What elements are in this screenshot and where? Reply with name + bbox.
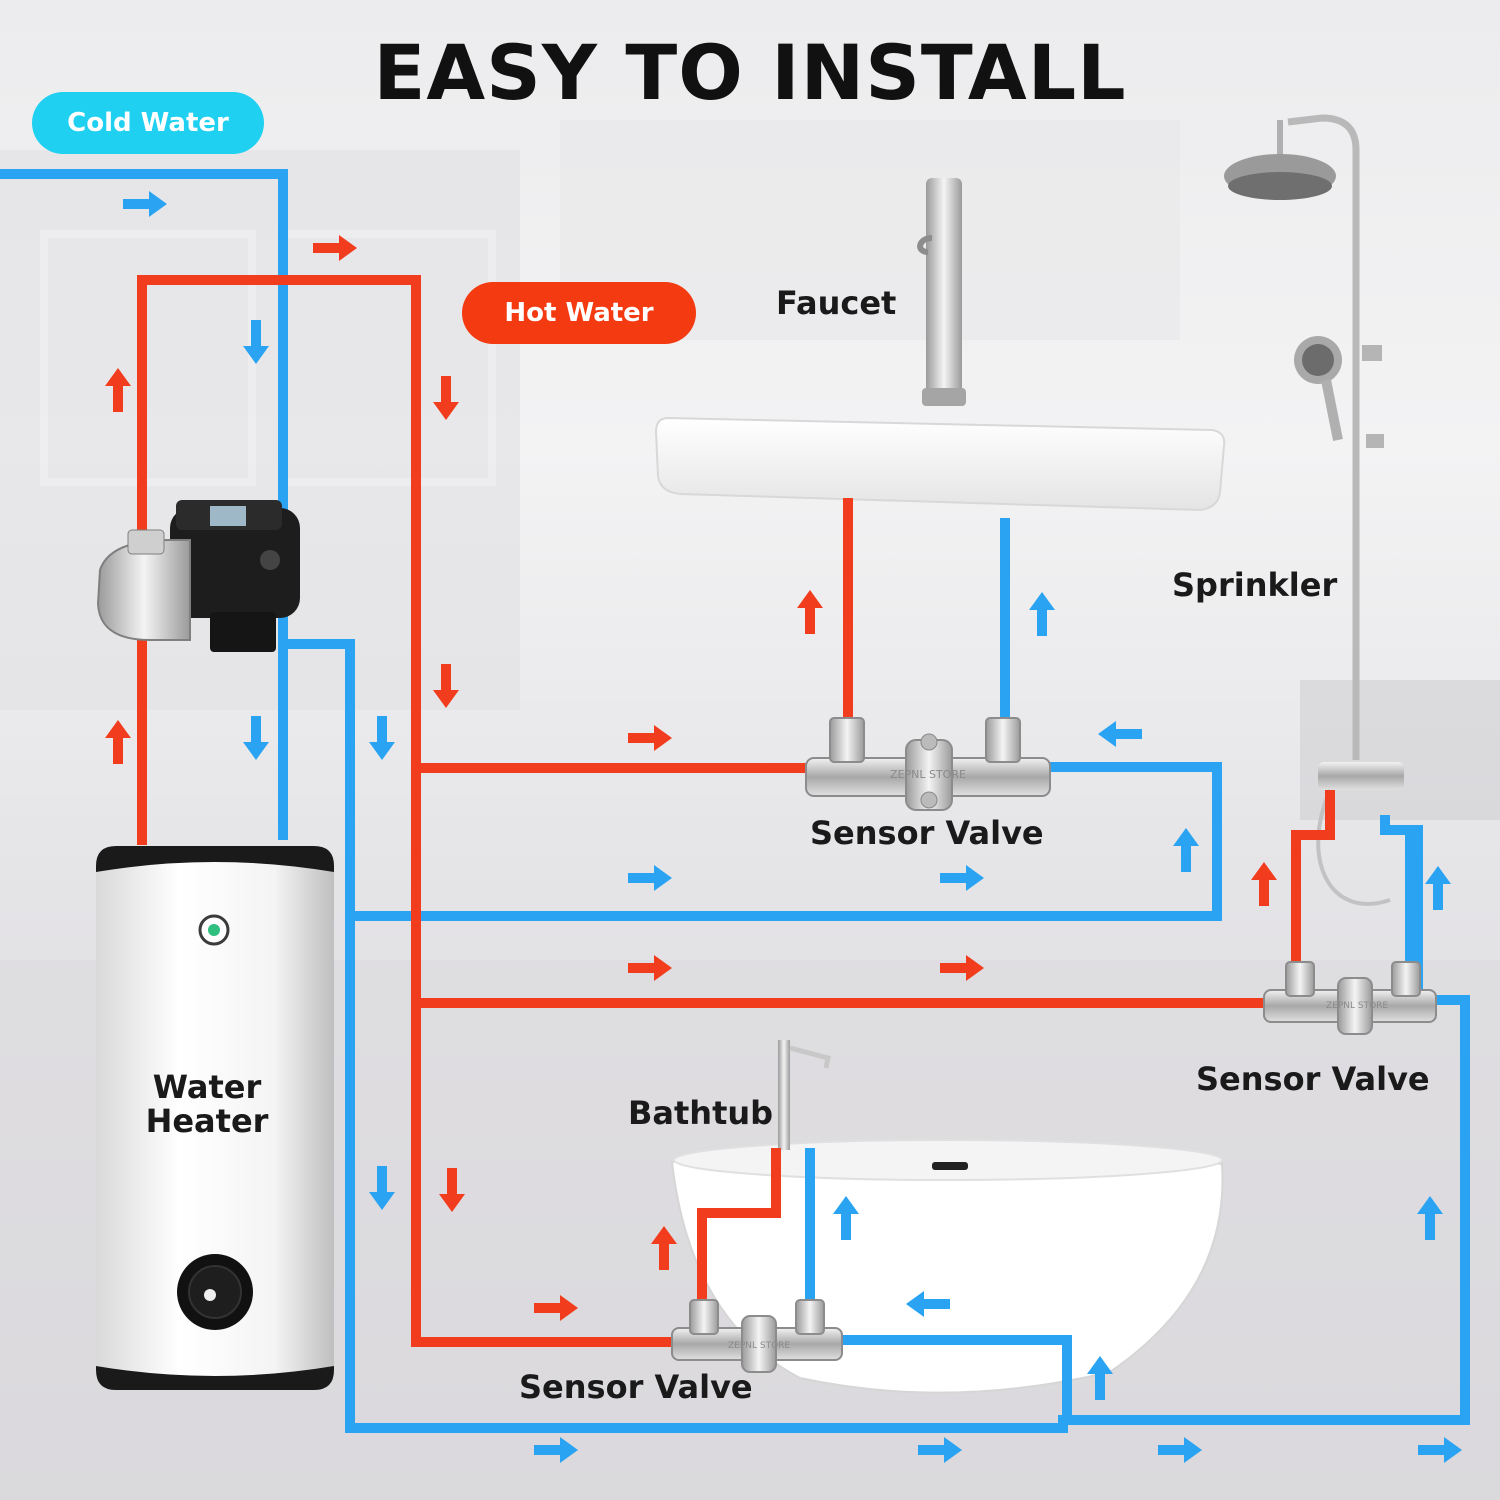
sprinkler-label: Sprinkler [1172,566,1338,604]
sensor-valve-faucet-label: Sensor Valve [810,814,1044,852]
hot-flow-arrow-icon [628,725,672,751]
hot-flow-arrow-icon [628,955,672,981]
hot-flow-arrow-icon [433,376,459,420]
hot-flow-arrow-icon [534,1295,578,1321]
shower-illustration [1224,114,1404,906]
flow-arrows [105,191,1462,1463]
water-pump [96,500,300,652]
cold-flow-arrow-icon [1417,1196,1443,1240]
hot-flow-arrow-icon [797,590,823,634]
hot-flow-arrow-icon [105,720,131,764]
water-heater-tank [96,846,334,1390]
cold-flow-arrow-icon [1158,1437,1202,1463]
sensor-valve-sprinkler-device: ZEPNL STORE [1263,961,1437,1035]
cold-water-legend-label: Cold Water [67,108,229,138]
water-heater-label-line2: Heater [145,1102,269,1140]
sensor-valve-faucet-device: ZEPNL STORE [805,717,1051,811]
cold-flow-arrow-icon [369,716,395,760]
hot-flow-arrow-icon [1251,862,1277,906]
hot-flow-arrow-icon [940,955,984,981]
page-title: EASY TO INSTALL [373,28,1127,117]
cold-flow-arrow-icon [1418,1437,1462,1463]
water-heater-label: Water Heater [112,1070,302,1138]
cold-flow-arrow-icon [906,1291,950,1317]
sensor-valve-bathtub-label: Sensor Valve [519,1368,753,1406]
cold-flow-arrow-icon [1098,721,1142,747]
cold-flow-arrow-icon [243,320,269,364]
valve-engraving-text: ZEPNL STORE [1326,1001,1388,1011]
hot-flow-arrow-icon [651,1226,677,1270]
hot-flow-arrow-icon [105,368,131,412]
cold-flow-arrow-icon [918,1437,962,1463]
hot-water-pipes [137,275,1335,1347]
cold-flow-arrow-icon [1425,866,1451,910]
cold-flow-arrow-icon [534,1437,578,1463]
valve-engraving-text: ZEPNL STORE [728,1341,790,1351]
cold-flow-arrow-icon [1087,1356,1113,1400]
cold-flow-arrow-icon [833,1196,859,1240]
hot-flow-arrow-icon [439,1168,465,1212]
cold-flow-arrow-icon [243,716,269,760]
bathtub-label: Bathtub [628,1094,774,1132]
cold-flow-arrow-icon [940,865,984,891]
cold-water-pipes [0,169,1470,1433]
cold-flow-arrow-icon [369,1166,395,1210]
cold-flow-arrow-icon [1173,828,1199,872]
sensor-valve-sprinkler-label: Sensor Valve [1196,1060,1430,1098]
cold-water-legend: Cold Water [32,92,264,154]
cold-flow-arrow-icon [628,865,672,891]
water-heater-label-line1: Water [152,1068,262,1106]
hot-flow-arrow-icon [433,664,459,708]
hot-water-legend: Hot Water [462,282,696,344]
cold-flow-arrow-icon [123,191,167,217]
hot-flow-arrow-icon [313,235,357,261]
faucet-illustration [917,178,966,406]
cold-flow-arrow-icon [1029,592,1055,636]
hot-water-legend-label: Hot Water [504,298,654,328]
sink-basin [654,416,1226,512]
sensor-valve-bathtub-device: ZEPNL STORE [671,1299,843,1373]
faucet-label: Faucet [776,284,897,322]
valve-engraving-text: ZEPNL STORE [890,768,966,781]
